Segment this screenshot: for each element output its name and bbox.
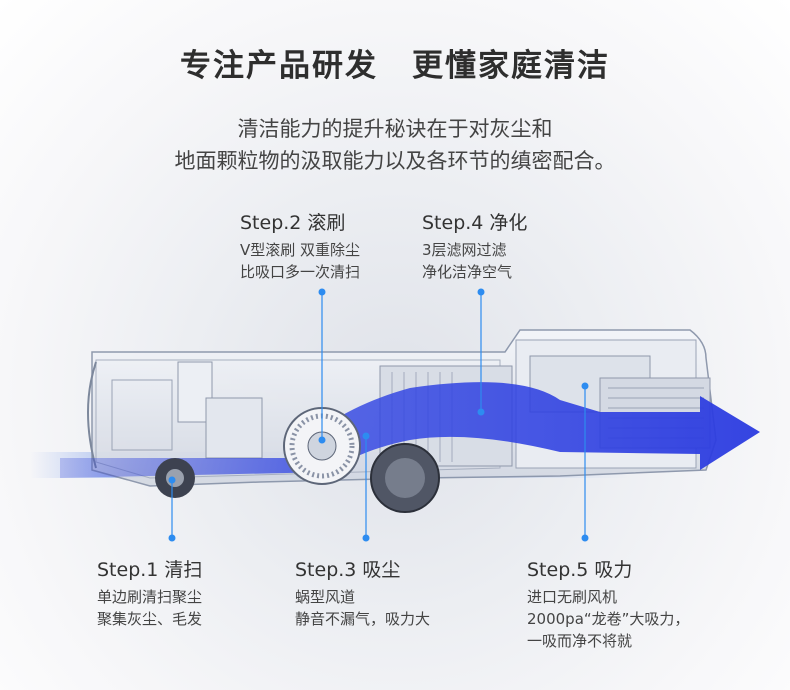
step-4-purify: Step.4 净化 3层滤网过滤 净化洁净空气 bbox=[422, 208, 527, 283]
callout-dots bbox=[168, 288, 589, 542]
headline-right: 更懂家庭清洁 bbox=[412, 48, 610, 84]
headline: 专注产品研发更懂家庭清洁 bbox=[0, 40, 790, 85]
step-title: Step.1 清扫 bbox=[97, 559, 203, 581]
step-desc: 蜗型风道 静音不漏气，吸力大 bbox=[295, 586, 430, 630]
drive-wheel bbox=[370, 443, 440, 513]
callout-dot-icon bbox=[581, 534, 589, 542]
subtitle-line-2: 地面颗粒物的汲取能力以及各环节的缜密配合。 bbox=[174, 149, 616, 173]
callout-lines bbox=[171, 292, 586, 538]
subtitle-line-1: 清洁能力的提升秘诀在于对灰尘和 bbox=[237, 117, 553, 141]
step-desc-line: V型滚刷 双重除尘 bbox=[240, 241, 361, 259]
step-2-roller: Step.2 滚刷 V型滚刷 双重除尘 比吸口多一次清扫 bbox=[240, 208, 360, 283]
step-desc: 进口无刷风机 2000pa“龙卷”大吸力， 一吸而净不将就 bbox=[527, 586, 689, 652]
step-desc-line: 进口无刷风机 bbox=[527, 588, 618, 606]
callout-dot-icon bbox=[581, 382, 589, 390]
headline-left: 专注产品研发 bbox=[180, 48, 378, 84]
step-desc-line: 3层滤网过滤 bbox=[422, 241, 507, 259]
callout-dot-icon bbox=[477, 408, 485, 416]
step-desc-line: 聚集灰尘、毛发 bbox=[97, 610, 203, 628]
callout-dot-icon bbox=[318, 436, 326, 444]
step-desc: 单边刷清扫聚尘 聚集灰尘、毛发 bbox=[97, 586, 202, 630]
step-title: Step.3 吸尘 bbox=[295, 559, 401, 581]
step-desc-line: 单边刷清扫聚尘 bbox=[97, 588, 203, 606]
step-desc: 3层滤网过滤 净化洁净空气 bbox=[422, 239, 527, 283]
step-title: Step.2 滚刷 bbox=[240, 212, 346, 234]
step-desc-line: 一吸而净不将就 bbox=[527, 632, 633, 650]
step-desc-line: 蜗型风道 bbox=[295, 588, 356, 606]
callout-dot-icon bbox=[362, 432, 370, 440]
step-desc: V型滚刷 双重除尘 比吸口多一次清扫 bbox=[240, 239, 360, 283]
callout-dot-icon bbox=[168, 534, 176, 542]
roller-brush bbox=[283, 407, 361, 485]
step-desc-line: 静音不漏气，吸力大 bbox=[295, 610, 431, 628]
step-3-suction: Step.3 吸尘 蜗型风道 静音不漏气，吸力大 bbox=[295, 555, 430, 630]
callout-dot-icon bbox=[318, 288, 326, 296]
front-caster bbox=[155, 458, 195, 498]
step-1-sweep: Step.1 清扫 单边刷清扫聚尘 聚集灰尘、毛发 bbox=[97, 555, 202, 630]
callout-dot-icon bbox=[168, 476, 176, 484]
callout-dot-icon bbox=[477, 288, 485, 296]
step-5-power: Step.5 吸力 进口无刷风机 2000pa“龙卷”大吸力， 一吸而净不将就 bbox=[527, 555, 689, 652]
step-desc-line: 比吸口多一次清扫 bbox=[240, 263, 361, 281]
airflow-arrow bbox=[60, 382, 760, 478]
step-desc-line: 净化洁净空气 bbox=[422, 263, 513, 281]
callout-dot-icon bbox=[362, 534, 370, 542]
step-title: Step.4 净化 bbox=[422, 212, 528, 234]
step-desc-line: 2000pa“龙卷”大吸力， bbox=[527, 610, 690, 628]
step-title: Step.5 吸力 bbox=[527, 559, 633, 581]
